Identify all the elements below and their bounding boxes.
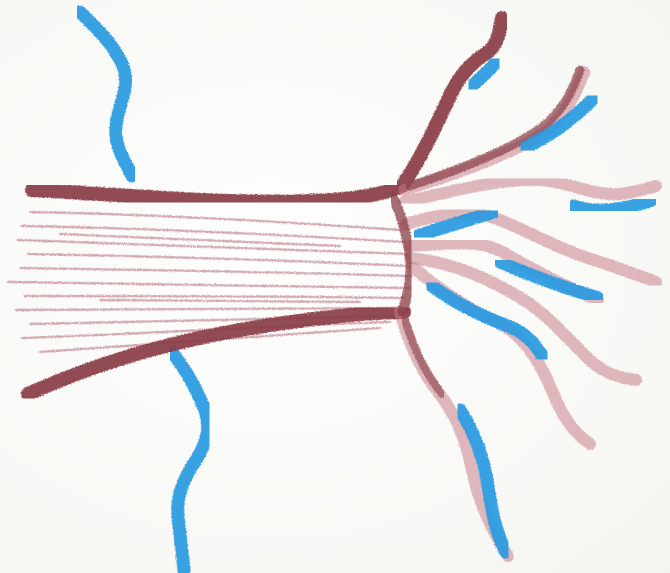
branch-third-blue-overlay <box>574 200 652 210</box>
left-bottom-blue-line <box>172 352 208 570</box>
left-top-blue-line <box>80 12 132 176</box>
shaft-top-edge <box>32 186 402 202</box>
branch-bottom-blue-overlay <box>460 410 506 552</box>
